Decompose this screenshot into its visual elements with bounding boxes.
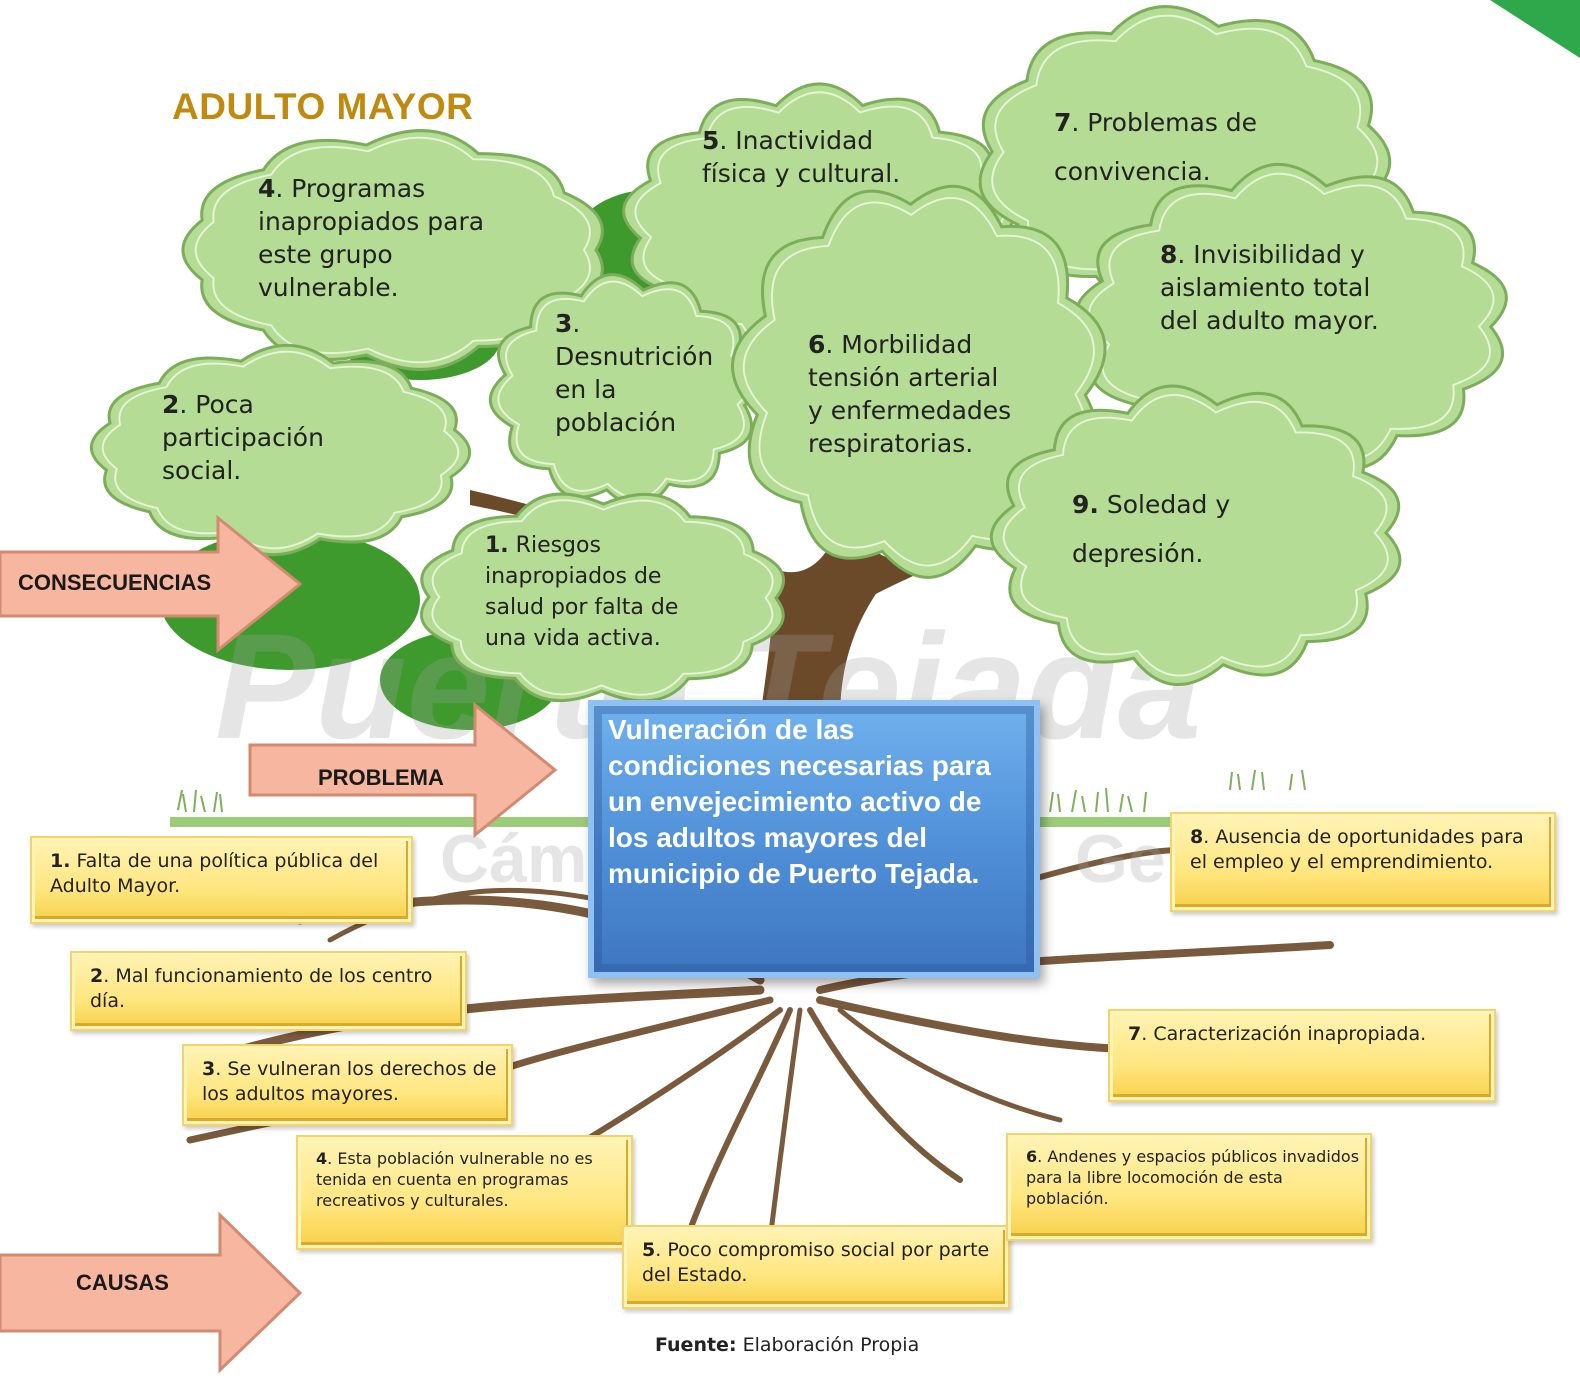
cause-box-7: 7. Caracterización inapropiada. [1108,1009,1496,1102]
causas-arrow [0,1211,303,1374]
cloud-outline [419,492,786,703]
central-problem-text: Vulneración de las condiciones necesaria… [608,714,991,889]
cause-text-1: 1. Falta de una política pública del Adu… [50,850,379,897]
cloud-shape [488,273,762,507]
cloud-highlight [194,136,591,364]
cloud-outline [989,384,1402,687]
cause-text-2: 2. Mal funcionamiento de los centro día. [90,965,433,1012]
cause-text-4: 4. Esta población vulnerable no es tenid… [316,1149,593,1210]
central-problem-box: Vulneración de las condiciones necesaria… [588,700,1040,978]
cloud-shape [181,129,604,371]
cloud-shape [89,343,472,557]
cloud-outline [181,129,604,371]
cause-box-2: 2. Mal funcionamiento de los centro día. [70,951,467,1031]
consequence-text-2: 2. Poca participación social. [162,390,324,485]
consequence-text-7: 7. Problemas de convivencia. [1054,108,1258,186]
consecuencias-arrow [0,514,303,654]
consequence-text-6: 6. Morbilidad tensión arterial y enferme… [808,330,1012,458]
consequence-text-8: 8. Invisibilidad y aislamiento total del… [1160,240,1379,335]
cause-text-6: 6. Andenes y espacios públicos invadidos… [1026,1147,1360,1208]
cloud-shape [419,492,786,703]
cloud-highlight [497,280,753,500]
cloud-outline [488,273,762,507]
cloud-highlight [431,499,774,696]
source-caption: Fuente: Elaboración Propia [655,1334,920,1356]
causas-label: CAUSAS [76,1270,169,1295]
cause-text-5: 5. Poco compromiso social por parte del … [642,1239,990,1286]
cause-text-8: 8. Ausencia de oportunidades para el emp… [1190,826,1524,873]
cause-box-3: 3. Se vulneran los derechos de los adult… [182,1044,513,1126]
consequence-text-1: 1. Riesgos inapropiados de salud por fal… [485,533,679,651]
consequence-cloud-2 [88,343,473,557]
consequence-text-4: 4. Programas inapropiados para este grup… [258,174,485,302]
consequence-cloud-4 [180,129,610,371]
consecuencias-label: CONSECUENCIAS [18,570,212,595]
cause-box-4: 4. Esta población vulnerable no es tenid… [296,1135,633,1250]
cause-box-5: 5. Poco compromiso social por parte del … [622,1225,1010,1309]
cause-text-3: 3. Se vulneran los derechos de los adult… [202,1058,497,1105]
corner-logo-mark [1490,0,1580,58]
consequence-text-9: 9. Soledad y depresión. [1072,490,1231,568]
cloud-highlight [1002,394,1389,677]
problema-label: PROBLEMA [318,765,444,790]
cause-box-8: 8. Ausencia de oportunidades para el emp… [1170,812,1556,912]
consequence-text-3: 3. Desnutrición en la población [555,309,714,437]
consequence-cloud-3 [488,273,762,507]
cause-box-1: 1. Falta de una política pública del Adu… [30,836,413,924]
cause-text-7: 7. Caracterización inapropiada. [1128,1023,1427,1045]
cloud-outline [89,343,472,557]
cause-box-6: 6. Andenes y espacios públicos invadidos… [1006,1133,1372,1241]
grass [177,769,1306,813]
cloud-highlight [101,350,460,550]
consequence-text-5: 5. Inactividad física y cultural. [702,126,901,188]
consequence-cloud-9 [989,384,1402,687]
problema-arrow [248,701,558,839]
page-title: ADULTO MAYOR [172,86,474,127]
consequence-cloud-1 [415,490,790,705]
cloud-shape [989,384,1402,687]
